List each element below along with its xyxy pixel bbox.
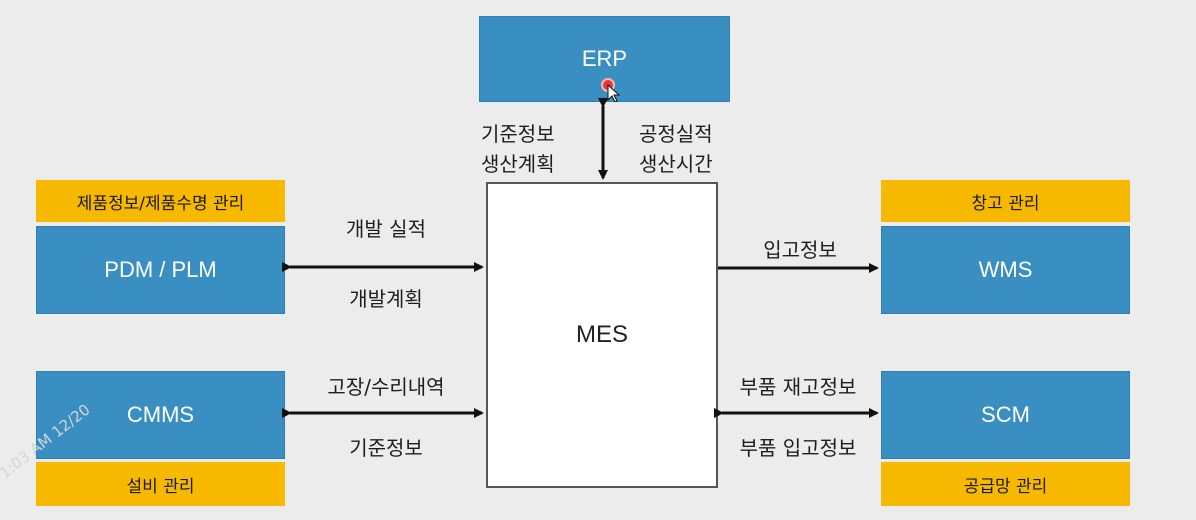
cmms-label: CMMS	[126, 402, 195, 427]
pdm-caption-label: 제품정보/제품수명 관리	[76, 193, 245, 214]
wms-label: WMS	[978, 257, 1033, 282]
scm-bottom-label: 부품 입고정보	[739, 436, 857, 460]
erp-left-label-1: 기준정보	[481, 122, 555, 146]
erp-label: ERP	[581, 46, 628, 71]
scm-caption: 공급망 관리	[881, 462, 1130, 506]
wms-caption: 창고 관리	[881, 180, 1130, 222]
wms-caption-label: 창고 관리	[971, 193, 1040, 214]
pdm-bottom-label: 개발계획	[349, 287, 423, 311]
cmms-box: CMMS	[36, 371, 285, 459]
wms-box: WMS	[881, 226, 1130, 314]
scm-top-label: 부품 재고정보	[739, 375, 857, 399]
cmms-bottom-label: 기준정보	[349, 436, 423, 460]
pdm-top-label: 개발 실적	[346, 217, 426, 241]
pdm-caption: 제품정보/제품수명 관리	[36, 180, 285, 222]
mes-label: MES	[575, 321, 628, 348]
cmms-top-label: 고장/수리내역	[327, 375, 445, 399]
erp-left-label-2: 생산계획	[481, 152, 555, 176]
wms-top-label: 입고정보	[763, 238, 837, 262]
scm-box: SCM	[881, 371, 1130, 459]
cmms-caption: 설비 관리	[36, 462, 285, 506]
mes-box: MES	[486, 182, 718, 488]
erp-right-label-1: 공정실적	[639, 122, 713, 146]
pdm-label: PDM / PLM	[104, 257, 217, 282]
mouse-pointer-icon	[601, 78, 621, 102]
cmms-caption-label: 설비 관리	[126, 476, 195, 497]
scm-label: SCM	[981, 402, 1030, 427]
erp-right-label-2: 생산시간	[639, 152, 713, 176]
scm-caption-label: 공급망 관리	[963, 476, 1048, 497]
